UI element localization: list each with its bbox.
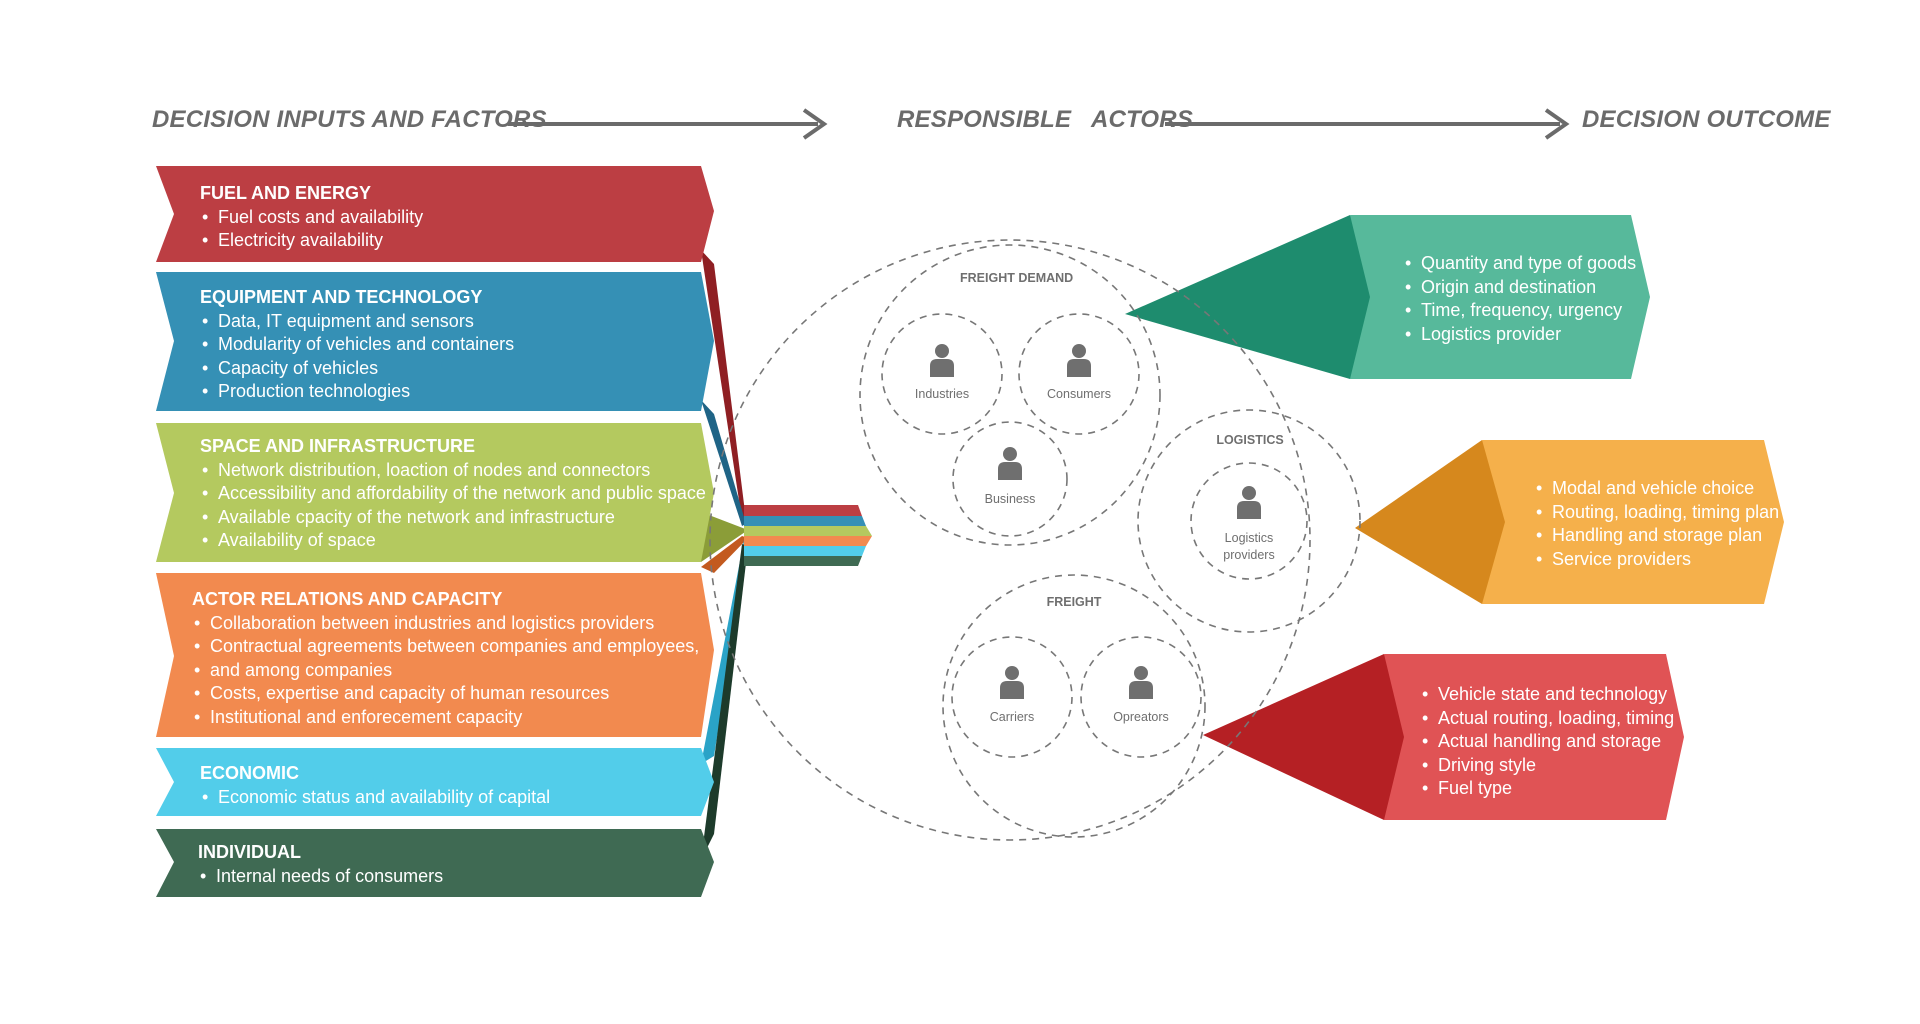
merged-stream-arrow [744,505,872,566]
input-item: and among companies [192,659,699,683]
outcome-head-demand [1125,215,1370,379]
input-item: Availability of space [200,529,706,553]
circle-logistics [1137,409,1361,633]
actor-industries: Industries [914,387,970,401]
circle-operators [1080,636,1202,758]
person-icon [1237,486,1261,519]
circle-industries [881,313,1003,435]
input-item: Available cpacity of the network and inf… [200,506,706,530]
circle-logistics-providers [1190,462,1308,580]
outcome-item: Fuel type [1420,777,1674,801]
input-title: FUEL AND ENERGY [200,183,372,203]
outcome-freight: Vehicle state and technology Actual rout… [1420,683,1674,801]
group-label-freight-demand: FREIGHT DEMAND [960,271,1074,285]
fold-fuel [701,250,746,520]
actor-logistics-providers: Logistics providers [1223,531,1275,562]
circle-consumers [1018,313,1140,435]
input-title: EQUIPMENT AND TECHNOLOGY [200,287,483,307]
outcome-item: Time, frequency, urgency [1403,299,1636,323]
actor-business: Business [984,492,1036,506]
input-item: Institutional and enforecement capacity [192,706,699,730]
fold-space [701,512,748,562]
person-icon [1000,666,1024,699]
input-title: ACTOR RELATIONS AND CAPACITY [192,589,503,609]
circle-carriers [951,636,1073,758]
input-item: Production technologies [200,380,514,404]
outcome-item: Logistics provider [1403,323,1636,347]
outcome-item: Quantity and type of goods [1403,252,1636,276]
fold-individual [701,544,748,860]
actor-operators: Opreators [1113,710,1169,724]
outcome-item: Modal and vehicle choice [1534,477,1779,501]
outcome-head-freight [1203,654,1404,820]
fold-equipment [701,400,746,526]
group-label-freight: FREIGHT [1046,595,1102,609]
input-item: Fuel costs and availability [200,206,423,230]
circle-freight [942,574,1206,838]
person-icon [998,447,1022,480]
input-item: Modularity of vehicles and containers [200,333,514,357]
outcome-item: Routing, loading, timing plan [1534,501,1779,525]
outcome-head-logistics [1355,440,1505,604]
input-item: Collaboration between industries and log… [192,612,699,636]
circle-responsible-actors [709,239,1311,841]
header-decision-outcome: DECISION OUTCOME [1582,106,1831,133]
person-icon [930,344,954,377]
actor-consumers: Consumers [1047,387,1111,401]
group-label-logistics: LOGISTICS [1216,433,1284,447]
input-item: Internal needs of consumers [198,865,443,889]
outcome-item: Driving style [1420,754,1674,778]
input-individual: INDIVIDUAL Internal needs of consumers [198,841,443,888]
input-item: Economic status and availability of capi… [200,786,550,810]
header-arrow-1 [508,108,828,140]
input-item: Contractual agreements between companies… [192,635,699,659]
input-item: Electricity availability [200,229,423,253]
header-decision-inputs: DECISION INPUTS AND FACTORS [152,106,547,133]
input-economic: ECONOMIC Economic status and availabilit… [200,762,550,809]
input-equipment-technology: EQUIPMENT AND TECHNOLOGY Data, IT equipm… [200,286,514,404]
input-title: SPACE AND INFRASTRUCTURE [200,436,476,456]
person-icon [1129,666,1153,699]
input-item: Costs, expertise and capacity of human r… [192,682,699,706]
header-responsible-actors: RESPONSIBLE ACTORS [897,106,1194,133]
outcome-logistics: Modal and vehicle choice Routing, loadin… [1534,477,1779,571]
input-item: Capacity of vehicles [200,357,514,381]
circle-freight-demand [859,244,1161,546]
outcome-item: Actual routing, loading, timing [1420,707,1674,731]
header-arrow-2 [1165,108,1570,140]
person-icon [1067,344,1091,377]
actor-carriers: Carriers [989,710,1035,724]
fold-actor [701,536,748,573]
outcome-item: Handling and storage plan [1534,524,1779,548]
input-title: ECONOMIC [200,763,299,783]
input-title: INDIVIDUAL [198,842,301,862]
input-item: Accessibility and affordability of the n… [200,482,706,506]
outcome-item: Service providers [1534,548,1779,572]
outcome-item: Actual handling and storage [1420,730,1674,754]
input-actor-relations: ACTOR RELATIONS AND CAPACITY Collaborati… [192,588,699,729]
input-item: Data, IT equipment and sensors [200,310,514,334]
outcome-item: Vehicle state and technology [1420,683,1674,707]
outcome-item: Origin and destination [1403,276,1636,300]
input-item: Network distribution, loaction of nodes … [200,459,706,483]
input-space-infrastructure: SPACE AND INFRASTRUCTURE Network distrib… [200,435,706,553]
outcome-freight-demand: Quantity and type of goods Origin and de… [1403,252,1636,346]
input-fuel-energy: FUEL AND ENERGY Fuel costs and availabil… [200,182,423,253]
circle-business [952,421,1068,537]
